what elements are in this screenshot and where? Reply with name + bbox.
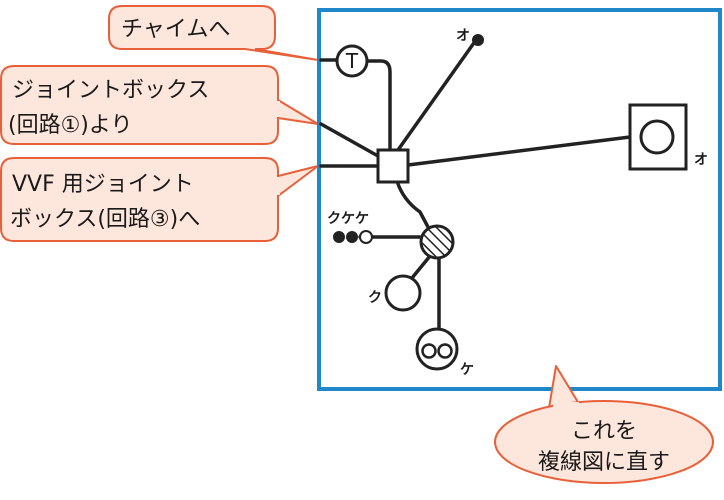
callout-from-joint-box-bubble [0,65,279,145]
callout-task-line2: 複線図に直す [538,450,670,475]
callout-pointer-joint [276,177,280,195]
outlet-o-dot [472,34,484,46]
transformer-symbol: T [335,44,369,78]
wire-box-to-junction [395,179,430,229]
callout-to-vvf-box: VVF 用ジョイント ボックス(回路③)へ [0,157,319,242]
callout-from-joint-box-line2: (回路①)より [8,113,132,138]
light-k-circle [384,274,422,312]
callout-task-bubble [494,400,714,484]
wiring-lines [319,38,632,332]
wire-junction-to-light-k [410,254,432,280]
callout-chime-bubble [108,5,319,61]
wire-transformer-to-box [365,59,392,152]
callout-from-joint-box-line1: ジョイントボックス [12,78,209,103]
light-ke-label: ケ [460,362,474,378]
switch-group-label: クケケ [327,211,369,227]
callout-task-line1: これを [571,419,637,444]
diagram-frame [317,8,722,391]
callout-from-joint-box-pointer [277,99,319,125]
callout-to-vvf-box-line2: ボックス(回路③)へ [10,207,200,232]
callout-pointer-joint [276,101,280,117]
light-fixture-o-circle [639,119,675,155]
callout-chime: チャイムへ [108,5,319,61]
wire-box-to-light-o [406,135,632,167]
wire-box-to-outlet-o [396,38,478,152]
light-ke-inner-left [421,343,437,359]
transformer-circle [335,44,369,78]
junction-box-hatched [419,224,455,260]
callout-task-pointer-joint [553,402,579,410]
light-k-label: ク [368,290,382,306]
light-fixture-o-label: オ [694,152,708,168]
light-fixture-o: オ [628,103,708,171]
callout-to-vvf-box-pointer [277,165,319,197]
wire-from-joint-box [319,122,380,158]
light-ke: ケ [415,327,474,378]
callout-task: これを 複線図に直す [494,365,714,484]
switch-ke2-dot [359,230,373,244]
switch-k-dot [333,231,345,243]
joint-box [376,148,410,184]
callout-chime-text: チャイムへ [121,17,230,42]
switch-ke1-dot [346,231,358,243]
callout-to-vvf-box-bubble [0,157,279,242]
transformer-label: T [345,49,359,73]
light-ke-inner-right [437,343,453,359]
callout-to-vvf-box-line1: VVF 用ジョイント [12,172,194,197]
light-ke-outer [415,327,459,371]
callout-from-joint-box: ジョイントボックス (回路①)より [0,65,319,145]
outlet-o-label: オ [456,28,470,44]
switch-group: クケケ [327,211,373,244]
